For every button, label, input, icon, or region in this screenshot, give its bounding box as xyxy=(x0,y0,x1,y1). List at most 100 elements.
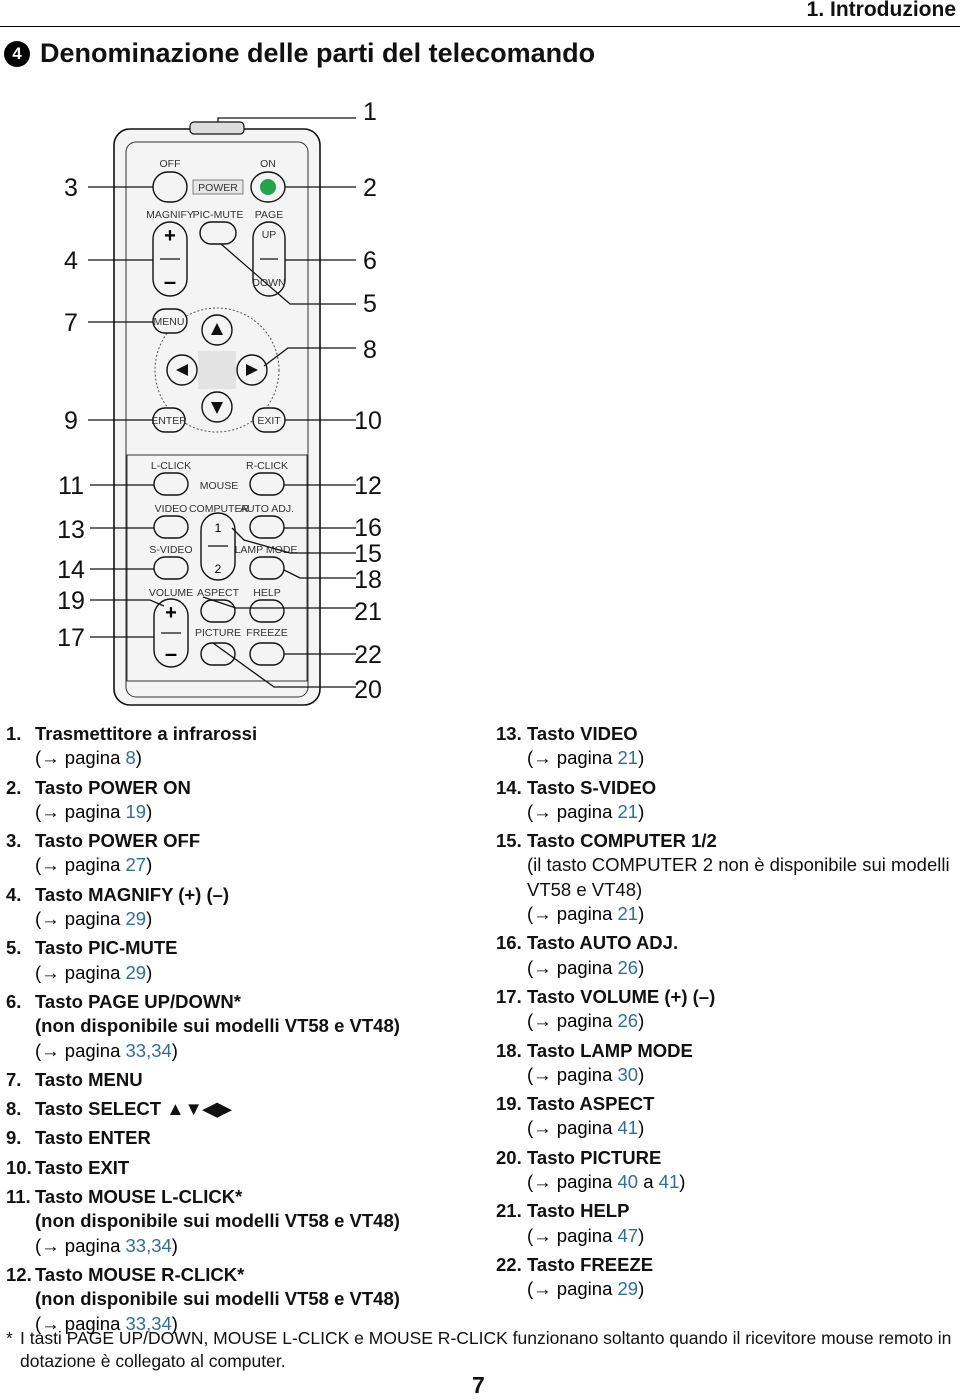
label-magnify: MAGNIFY xyxy=(146,209,194,221)
s-video-button[interactable] xyxy=(153,556,189,580)
footnote-text: I tasti PAGE UP/DOWN, MOUSE L-CLICK e MO… xyxy=(20,1328,952,1371)
callout-1: 1 xyxy=(363,98,377,126)
list-item: 14. Tasto S-VIDEO (→ pagina 21) xyxy=(496,776,958,825)
item-number: 6. xyxy=(6,990,22,1012)
callout-2: 2 xyxy=(363,174,377,202)
list-item: 12. Tasto MOUSE R-CLICK* (non disponibil… xyxy=(6,1263,476,1336)
section-number-badge: 4 xyxy=(4,40,30,67)
power-label-box xyxy=(192,179,244,195)
page-ref: (→ pagina 8) xyxy=(35,747,142,769)
page-link[interactable]: 27 xyxy=(125,854,147,876)
page-link[interactable]: 8 xyxy=(125,747,136,769)
leader-20 xyxy=(212,642,356,688)
freeze-button[interactable] xyxy=(249,642,285,666)
page-link[interactable]: 41 xyxy=(658,1171,680,1193)
item-number: 12. xyxy=(6,1263,32,1285)
page-ref: (→ pagina 30) xyxy=(527,1063,645,1085)
label-r-click: R-CLICK xyxy=(246,460,288,472)
parts-list-right: 13. Tasto VIDEO (→ pagina 21) 14. Tasto … xyxy=(496,722,958,1302)
item-name: Tasto HELP xyxy=(527,1200,630,1222)
callout-13: 13 xyxy=(57,516,85,544)
ir-transmitter xyxy=(189,121,245,135)
leader-18 xyxy=(283,569,356,579)
callout-4: 4 xyxy=(64,247,78,275)
page-ref: (→ pagina 21) xyxy=(527,800,645,822)
page-ref: (→ pagina 47) xyxy=(527,1224,645,1246)
item-note: (non disponibile sui modelli VT58 e VT48… xyxy=(35,1015,400,1037)
callout-14: 14 xyxy=(57,556,85,584)
page-link[interactable]: 33,34 xyxy=(125,1039,172,1061)
auto-adj-button[interactable] xyxy=(249,515,285,539)
list-item: 15. Tasto COMPUTER 1/2 (il tasto COMPUTE… xyxy=(496,829,958,926)
item-number: 14. xyxy=(496,776,522,798)
page-ref: (→ pagina 21) xyxy=(527,747,645,769)
item-number: 16. xyxy=(496,932,522,954)
lamp-mode-button[interactable] xyxy=(249,556,285,580)
callout-9: 9 xyxy=(64,407,78,435)
item-name: Tasto PICTURE xyxy=(527,1146,662,1168)
item-number: 18. xyxy=(496,1039,522,1061)
label-volume: VOLUME xyxy=(149,587,193,599)
label-aspect: ASPECT xyxy=(197,587,240,599)
volume-minus-icon: – xyxy=(165,641,177,666)
help-button[interactable] xyxy=(249,599,285,623)
page-link[interactable]: 21 xyxy=(617,800,639,822)
pic-mute-button[interactable] xyxy=(199,221,237,245)
remote-control-diagram: OFF ON POWER MAGNIFY PIC-MUTE PAGE + – U… xyxy=(57,98,382,706)
power-led-icon xyxy=(260,179,276,195)
section-heading: 4 Denominazione delle parti del telecoma… xyxy=(4,38,595,69)
item-name: Tasto MOUSE L-CLICK* xyxy=(35,1186,243,1208)
page-link[interactable]: 26 xyxy=(617,1010,639,1032)
mouse-panel xyxy=(126,454,308,682)
item-name: Tasto POWER ON xyxy=(35,776,191,798)
page-link[interactable]: 21 xyxy=(617,903,639,925)
page-ref: (→ pagina 33,34) xyxy=(35,1312,178,1334)
item-name: Tasto COMPUTER 1/2 xyxy=(527,830,717,852)
item-number: 11. xyxy=(6,1186,31,1208)
page-ref: (→ pagina 26) xyxy=(527,1010,645,1032)
list-item: 16. Tasto AUTO ADJ. (→ pagina 26) xyxy=(496,931,958,980)
list-item: 9. Tasto ENTER xyxy=(6,1126,476,1150)
label-menu: MENU xyxy=(154,316,185,328)
video-button[interactable] xyxy=(153,515,189,539)
page-link[interactable]: 41 xyxy=(617,1117,639,1139)
page-link[interactable]: 40 xyxy=(617,1171,639,1193)
page-link[interactable]: 29 xyxy=(125,961,147,983)
item-name: Tasto ENTER xyxy=(35,1127,151,1149)
page-ref: (→ pagina 27) xyxy=(35,854,153,876)
picture-button[interactable] xyxy=(200,642,236,666)
page-ref: (→ pagina 33,34) xyxy=(35,1234,178,1256)
page-link[interactable]: 26 xyxy=(617,956,639,978)
page-link[interactable]: 29 xyxy=(617,1278,639,1300)
callout-11: 11 xyxy=(58,472,84,500)
l-click-button[interactable] xyxy=(153,472,189,496)
item-number: 9. xyxy=(6,1127,22,1149)
item-number: 17. xyxy=(496,985,522,1007)
page-link[interactable]: 19 xyxy=(125,800,147,822)
list-item: 11. Tasto MOUSE L-CLICK* (non disponibil… xyxy=(6,1185,476,1258)
list-item: 7. Tasto MENU xyxy=(6,1068,476,1092)
page-title: Denominazione delle parti del telecomand… xyxy=(40,38,596,68)
item-name: Tasto SELECT ▲▼◀▶ xyxy=(35,1098,232,1120)
item-name: Tasto PAGE UP/DOWN* xyxy=(35,990,241,1012)
item-number: 3. xyxy=(6,830,22,852)
item-name: Tasto MAGNIFY (+) (–) xyxy=(35,883,230,905)
label-exit: EXIT xyxy=(257,415,281,427)
page-link[interactable]: 30 xyxy=(617,1063,639,1085)
item-number: 10. xyxy=(6,1156,32,1178)
menu-button[interactable] xyxy=(152,308,188,334)
label-lamp-mode: LAMP MODE xyxy=(235,544,298,556)
page-link[interactable]: 47 xyxy=(617,1224,639,1246)
list-item: 3. Tasto POWER OFF (→ pagina 27) xyxy=(6,829,476,878)
page-link[interactable]: 33,34 xyxy=(125,1234,172,1256)
off-button[interactable] xyxy=(152,171,188,203)
page-link[interactable]: 29 xyxy=(125,908,147,930)
r-click-button[interactable] xyxy=(249,472,285,496)
list-item: 2. Tasto POWER ON (→ pagina 19) xyxy=(6,776,476,825)
leader-19 xyxy=(90,599,165,607)
page-link[interactable]: 33,34 xyxy=(125,1312,172,1334)
aspect-button[interactable] xyxy=(200,599,236,623)
parts-list-left: 1. Trasmettitore a infrarossi (→ pagina … xyxy=(6,722,476,1336)
page-link[interactable]: 21 xyxy=(617,747,639,769)
callout-21: 21 xyxy=(354,598,382,626)
